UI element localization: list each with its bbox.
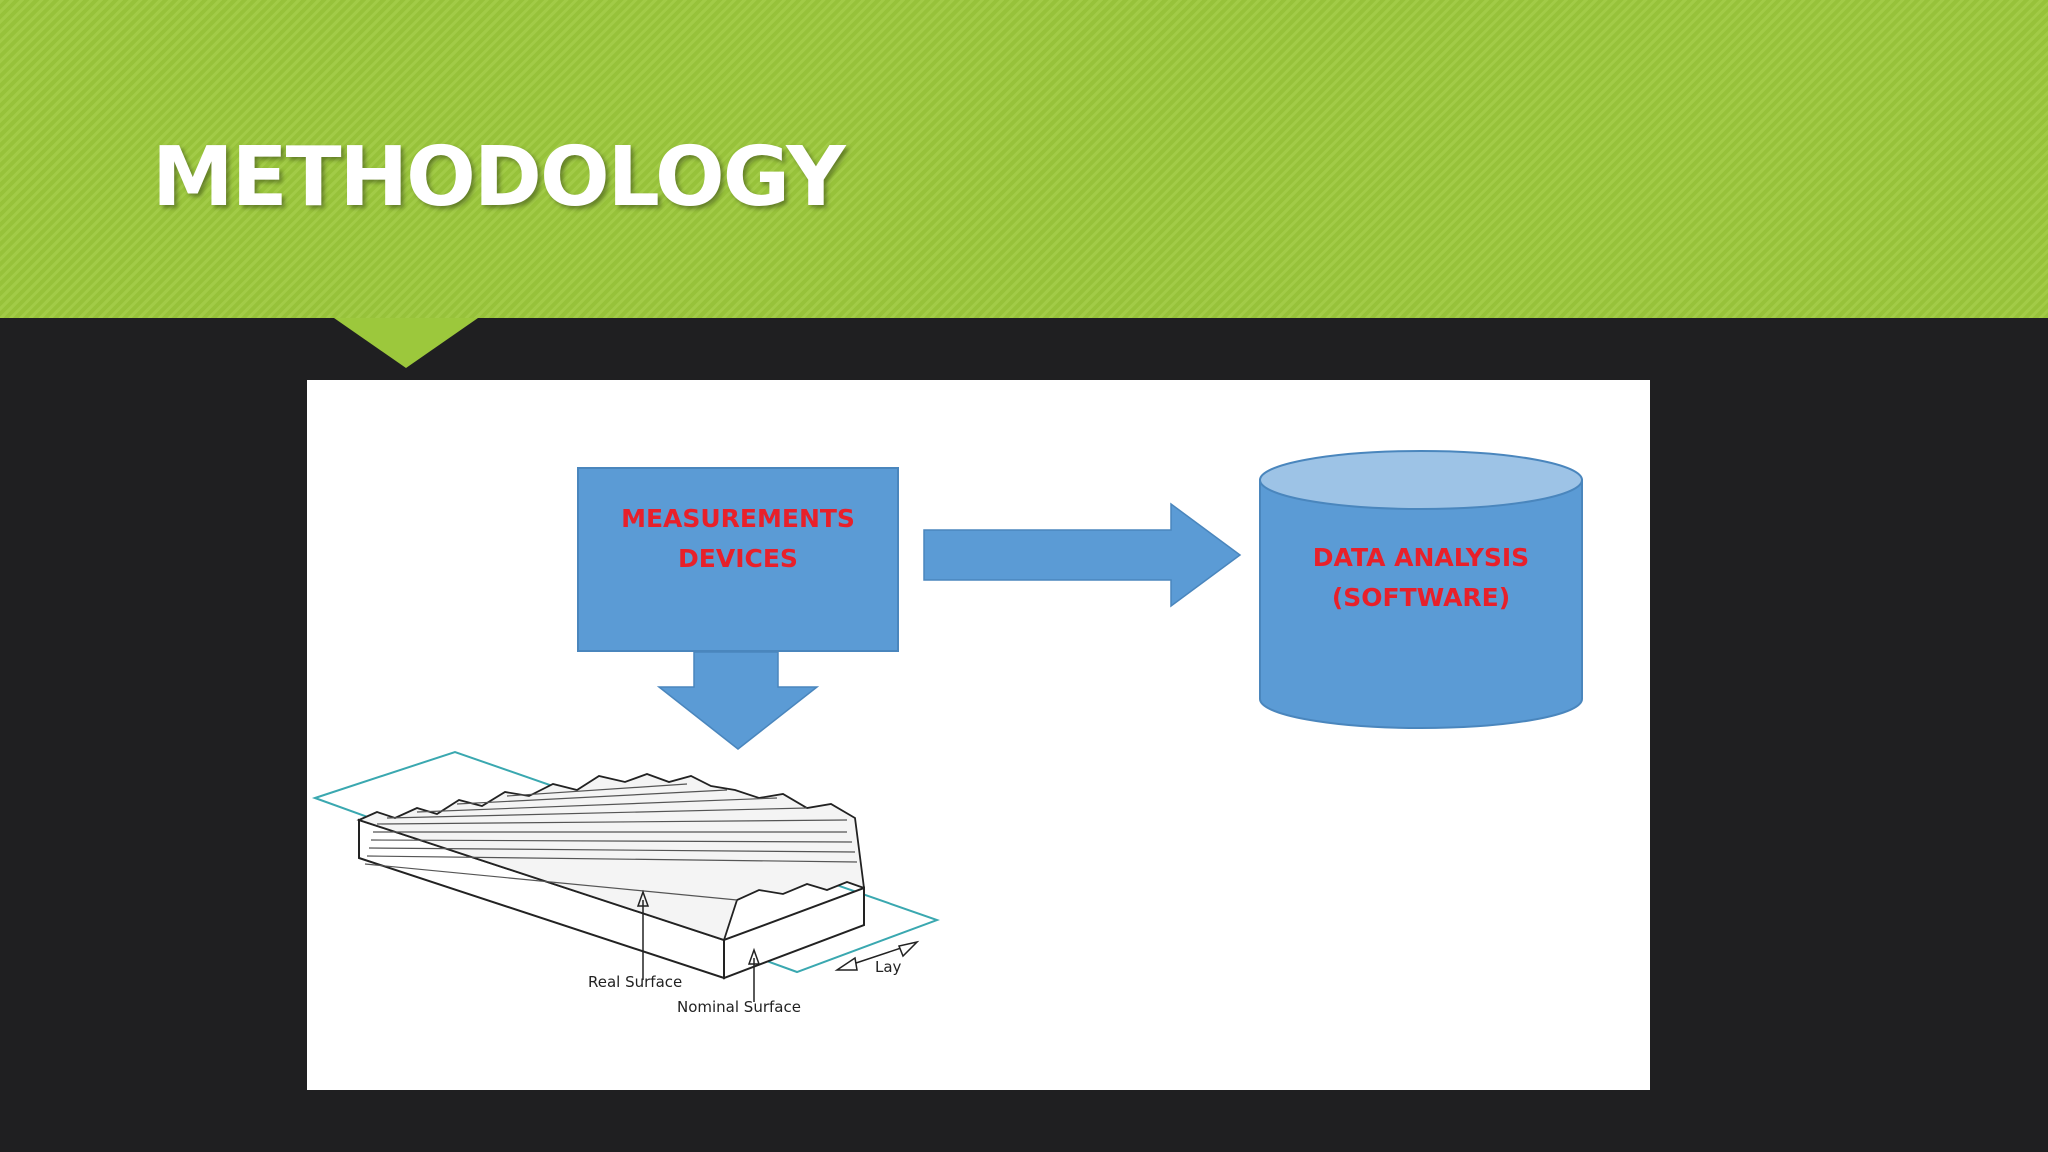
measurement-label-line1: MEASUREMENTS: [621, 504, 855, 533]
analysis-label-line2: (SOFTWARE): [1331, 583, 1511, 612]
methodology-diagram: [311, 450, 1583, 1002]
analysis-label-line1: DATA ANALYSIS: [1312, 543, 1530, 572]
measurement-label-line2: DEVICES: [678, 544, 798, 573]
arrow-to-surface: [656, 651, 820, 750]
methodology-figure: MEASUREMENTS DEVICES DATA ANALYSIS (SOFT…: [307, 380, 1650, 1090]
header-band: [0, 0, 2048, 318]
lay-label: Lay: [875, 958, 902, 976]
arrow-to-analysis: [923, 502, 1242, 608]
measurement-devices-box: [577, 467, 899, 652]
surface-roughness-illustration: [311, 750, 940, 1002]
slide-title: METHODOLOGY: [152, 130, 846, 225]
data-analysis-cylinder: [1259, 450, 1583, 729]
measurement-devices-label: MEASUREMENTS DEVICES: [578, 499, 898, 579]
data-analysis-label: DATA ANALYSIS (SOFTWARE): [1260, 538, 1582, 618]
real-surface-label: Real Surface: [588, 973, 683, 991]
nominal-surface-label: Nominal Surface: [677, 998, 801, 1016]
